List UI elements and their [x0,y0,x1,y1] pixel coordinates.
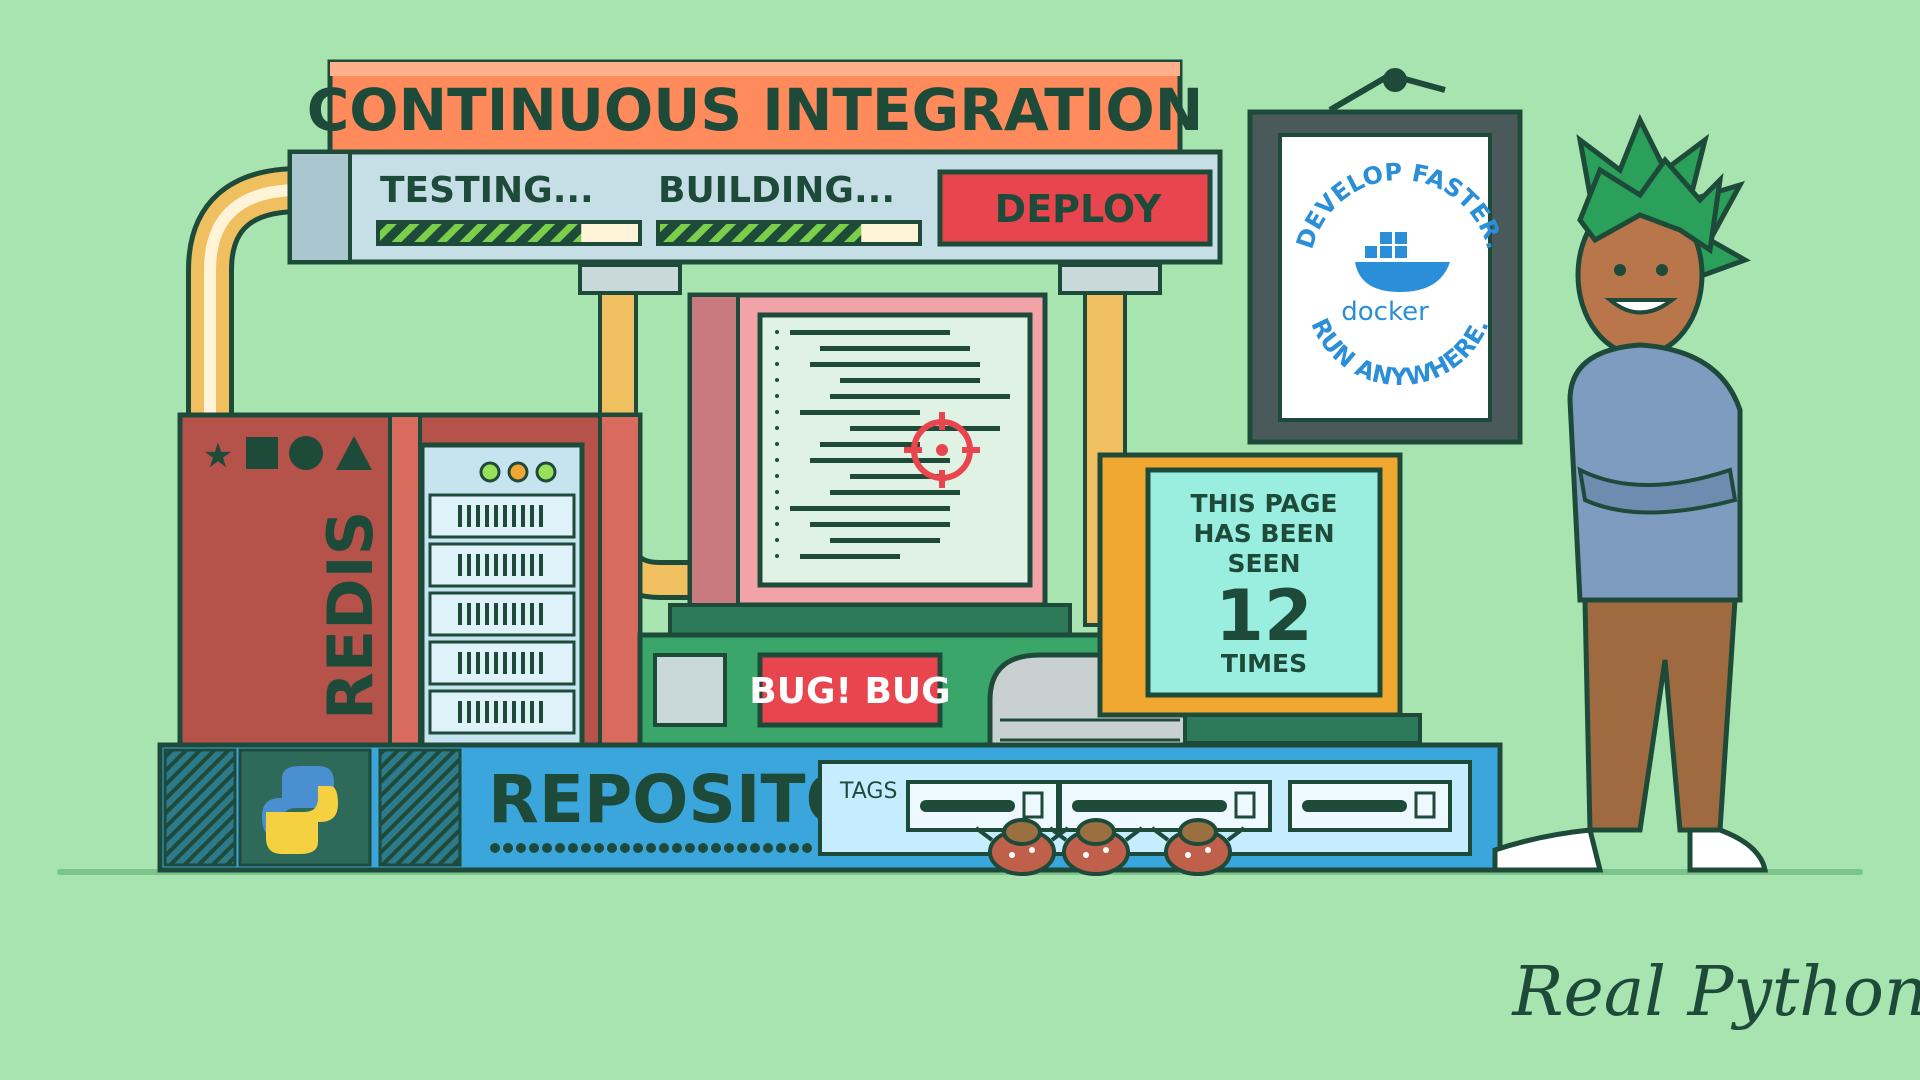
testing-progress-fill [380,224,582,242]
triangle-icon [336,436,372,470]
right-shoe [1687,827,1769,873]
indicator-dot [685,843,695,853]
counter-line4: TIMES [1221,649,1307,678]
building-progress-fill [660,224,862,242]
indicator-dot [516,843,526,853]
indicator-dot [698,843,708,853]
left-shoe [1492,827,1604,873]
code-line [790,330,950,335]
indicator-dot [503,843,513,853]
code-line [830,538,940,543]
counter-line2: HAS BEEN [1193,519,1334,548]
indicator-dot [802,843,812,853]
docker-whale-icon [1355,232,1450,292]
code-screen [757,312,1033,588]
indicator-dot [633,843,643,853]
code-line [790,506,950,511]
code-line [830,394,1010,399]
python-logo-icon [262,766,338,854]
building-label: BUILDING... [658,170,895,211]
code-line [840,378,980,383]
testing-label: TESTING... [380,170,594,211]
indicator-dot [711,843,721,853]
developer-character [1492,113,1769,873]
indicator-dot [724,843,734,853]
code-line [810,362,980,367]
indicator-dot [581,843,591,853]
indicator-dot [659,843,669,853]
indicator-dot [763,843,773,853]
indicator-dot [529,843,539,853]
code-line [820,442,920,447]
indicator-dot [789,843,799,853]
code-line [820,346,970,351]
crosshair-icon [904,412,980,488]
code-line [810,522,950,527]
pipeline-panel: TESTING... BUILDING... DEPLOY [287,149,1223,265]
copy-icon[interactable] [1022,791,1044,819]
ci-banner-title: CONTINUOUS INTEGRATION [307,76,1204,144]
docker-logo-text: docker [1341,297,1429,327]
counter-line1: THIS PAGE [1191,489,1338,518]
code-line [800,410,920,415]
indicator-dot [672,843,682,853]
indicator-dot [750,843,760,853]
ci-banner: CONTINUOUS INTEGRATION [307,59,1204,163]
trousers [1582,597,1738,833]
rack-slot [428,591,576,637]
indicator-dot [620,843,630,853]
code-monitor [668,292,1072,637]
view-counter-sign: THIS PAGE HAS BEEN SEEN 12 TIMES [1097,452,1422,745]
indicator-dot [776,843,786,853]
rack-slot [428,493,576,539]
indicator-dot [607,843,617,853]
bug-label: BUG! BUG [749,671,950,712]
indicator-dot [646,843,656,853]
square-icon [246,437,278,469]
sweater [1567,342,1743,603]
indicator-dot [555,843,565,853]
real-python-logo: Real Python [1510,953,1920,1032]
docker-poster: DEVELOP FASTER. RUN ANYWHERE. docker [1247,68,1523,445]
counter-count: 12 [1215,575,1312,657]
indicator-dot [542,843,552,853]
deploy-button[interactable] [937,169,1213,247]
indicator-dot [568,843,578,853]
circle-icon [289,436,323,470]
rack-slot [428,640,576,686]
counter-line3: SEEN [1227,549,1300,578]
copy-icon[interactable] [1234,791,1256,819]
indicator-dot [737,843,747,853]
bug-icon [1150,818,1246,876]
tags-label: TAGS [839,779,897,804]
code-line [810,458,950,463]
code-line [850,474,940,479]
indicator-dot [490,843,500,853]
star-icon: ★ [203,436,233,476]
redis-label: REDIS [314,511,387,720]
deploy-label: DEPLOY [995,187,1162,231]
copy-icon[interactable] [1414,791,1436,819]
code-line [800,554,900,559]
code-line [830,490,960,495]
repository-base: REPOSITORY TAGS [157,742,1503,873]
redis-server: ★ REDIS [177,412,643,748]
bug-icon [1048,818,1144,876]
rack-slot [428,689,576,735]
indicator-dot [594,843,604,853]
rack-slot [428,542,576,588]
